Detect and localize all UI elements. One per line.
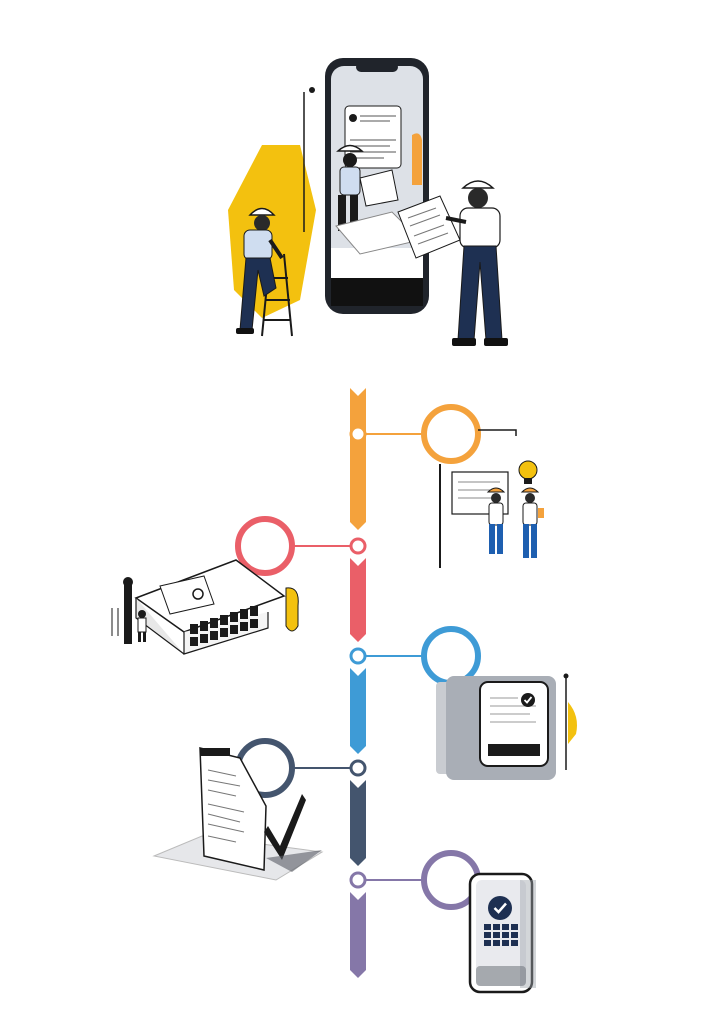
timeline-segment-4 [350, 780, 366, 866]
step-3-marker-ring [421, 626, 481, 686]
step-4-illustration [152, 747, 324, 881]
lightbulb-icon [518, 460, 538, 484]
step-5-connector-dot [349, 871, 367, 889]
timeline-step-3 [349, 626, 577, 780]
checkmark-icon [264, 794, 306, 860]
hard-hat-icon [461, 180, 495, 189]
pin-pole-icon [303, 87, 315, 232]
solar-panel-icon [190, 606, 258, 646]
timeline-segment-5 [350, 892, 366, 978]
timeline-segment-1 [350, 388, 366, 530]
worker-left-figure [236, 207, 293, 337]
worker-small-figure [137, 610, 147, 642]
step-2-illustration [111, 559, 299, 655]
hero-illustration [228, 58, 508, 346]
blueprint-icon [397, 195, 461, 259]
timeline-step-4 [152, 738, 367, 881]
worker-right-figure [397, 180, 508, 346]
step-1-marker-ring [421, 404, 481, 464]
timeline-step-1 [349, 404, 544, 568]
timeline-segment-2 [350, 558, 366, 642]
timeline-spine [350, 388, 366, 978]
timeline-step-2 [111, 516, 367, 655]
step-3-illustration [436, 673, 577, 780]
step-2-connector-dot [349, 537, 367, 555]
step-4-connector-dot [349, 759, 367, 777]
step-3-connector-dot [349, 647, 367, 665]
step-2-marker-ring [235, 516, 295, 576]
step-1-connector-dot [349, 425, 367, 443]
check-icon [488, 896, 512, 920]
step-1-illustration [439, 429, 544, 568]
worker-in-phone-figure [336, 144, 399, 231]
document-icon [199, 747, 267, 871]
hard-hat-icon [248, 207, 276, 216]
timeline-segment-3 [350, 668, 366, 754]
check-icon [521, 693, 535, 707]
timeline-step-5 [349, 850, 536, 994]
yellow-backdrop-shape [228, 145, 316, 318]
step-5-illustration [468, 872, 536, 994]
